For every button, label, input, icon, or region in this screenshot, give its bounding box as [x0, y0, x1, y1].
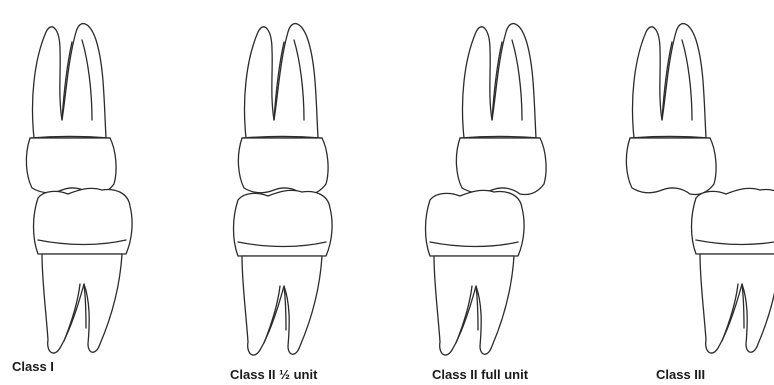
lower-molar: [692, 188, 774, 353]
upper-molar: [456, 24, 546, 195]
panel-class-ii-half-unit: [234, 24, 333, 355]
caption-class-iii: Class III: [656, 368, 705, 381]
caption-class-i: Class I: [12, 360, 54, 373]
panel-class-ii-full-unit: [426, 24, 547, 355]
lower-molar: [234, 190, 333, 355]
lower-molar: [426, 190, 525, 355]
caption-class-ii-full-unit: Class II full unit: [432, 368, 528, 381]
upper-molar: [26, 24, 116, 195]
caption-class-ii-half-unit: Class II ½ unit: [230, 368, 317, 381]
panel-class-i: [26, 24, 132, 353]
lower-molar: [34, 188, 133, 353]
upper-molar: [238, 24, 328, 195]
upper-molar: [626, 24, 716, 195]
panel-class-iii: [626, 24, 774, 353]
